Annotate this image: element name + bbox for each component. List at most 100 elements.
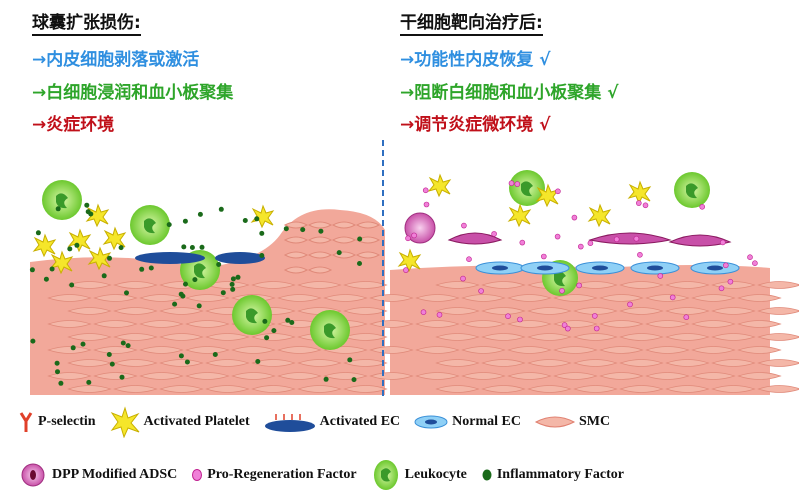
- smc-cell: [711, 359, 756, 367]
- pro-regeneration-factor: [633, 235, 640, 242]
- legend-smc: SMC: [578, 414, 611, 429]
- pro-regeneration-factor: [613, 236, 620, 243]
- normal-ec-nucleus: [707, 265, 723, 271]
- inflammatory-factor: [199, 244, 205, 250]
- smc-cell: [251, 359, 296, 367]
- legend-inflammatory-factor: Inflammatory Factor: [496, 467, 624, 482]
- smc-cell: [277, 294, 322, 302]
- smc-cell: [481, 307, 526, 315]
- smc-cell: [691, 320, 736, 328]
- smc-cell: [481, 385, 526, 393]
- smc-cell: [461, 372, 506, 380]
- inflammatory-factor: [178, 291, 184, 297]
- smc-cell: [205, 281, 250, 289]
- activated-ec-icon: [264, 414, 315, 432]
- pro-regeneration-factor: [718, 285, 725, 292]
- adsc-cell: [668, 234, 732, 247]
- inflammatory-factor: [49, 266, 55, 272]
- right-item-3: →调节炎症微环境 √: [400, 115, 551, 135]
- inflammatory-factor: [84, 202, 90, 208]
- inflammatory-factor: [74, 242, 80, 248]
- inflammatory-factor: [118, 245, 124, 251]
- smc-cell: [331, 236, 357, 244]
- inflammatory-factor: [139, 266, 145, 272]
- left-item-1: →内皮细胞剥落或激活: [32, 50, 200, 70]
- smc-cell: [113, 281, 158, 289]
- pro-regeneration-factor: [576, 282, 582, 289]
- activated-platelet-icon: [110, 406, 140, 438]
- smc-cell: [231, 346, 276, 354]
- legend-item-smc: SMC: [534, 414, 611, 430]
- inflammatory-factor: [357, 261, 362, 266]
- smc-cell: [297, 385, 342, 393]
- pro-regeneration-factor: [683, 314, 690, 321]
- smc-cell: [343, 333, 388, 341]
- smc-cell: [93, 320, 138, 328]
- smc-cell: [355, 236, 381, 244]
- smc-cell: [599, 320, 644, 328]
- inflammatory-factor: [216, 262, 222, 267]
- inflammatory-factor: [259, 253, 265, 258]
- smc-cell: [283, 251, 309, 259]
- inflammatory-factor: [218, 206, 224, 212]
- inflammatory-factor: [289, 320, 295, 325]
- activated-platelet: [397, 248, 422, 273]
- normal-ec-nucleus: [647, 265, 663, 271]
- inflammatory-factor: [55, 206, 61, 212]
- activated-platelet: [587, 203, 612, 228]
- smc-cell: [159, 359, 204, 367]
- smc-cell: [619, 333, 664, 341]
- right-item-1: →功能性内皮恢复 √: [400, 50, 551, 70]
- leukocyte-cell: [310, 310, 350, 350]
- pro-regeneration-factor: [587, 240, 594, 246]
- inflammatory-factor: [184, 359, 190, 365]
- pro-regeneration-factor: [559, 287, 565, 294]
- inflammatory-factor: [259, 230, 265, 236]
- smc-cell: [461, 346, 506, 354]
- smc-cell: [553, 372, 598, 380]
- smc-cell: [93, 346, 138, 354]
- smc-cell: [283, 221, 309, 229]
- smc-cell: [139, 372, 184, 380]
- inflammatory-factor: [35, 230, 41, 236]
- inflammatory-factor: [264, 335, 270, 341]
- smc-cell: [619, 307, 664, 315]
- smc-cell: [283, 266, 309, 274]
- smc-cell: [67, 307, 112, 315]
- smc-cell: [113, 385, 158, 393]
- inflammatory-factor: [182, 218, 188, 224]
- inflammatory-factor: [85, 209, 91, 215]
- inflammatory-factor: [125, 343, 131, 349]
- smc-cell: [573, 281, 618, 289]
- smc-cell: [47, 320, 92, 328]
- right-item-2: →阻断白细胞和血小板聚集 √: [400, 83, 619, 103]
- smc-cell: [415, 346, 460, 354]
- leukocyte-icon: [373, 460, 398, 490]
- pro-regeneration-factor: [517, 316, 523, 323]
- activated-platelet: [85, 203, 110, 228]
- inflammatory-factor: [192, 277, 198, 283]
- smc-cell: [67, 333, 112, 341]
- inflammatory-factor: [318, 228, 324, 234]
- inflammatory-factor: [30, 338, 36, 344]
- pro-regeneration-factor: [669, 294, 676, 301]
- smc-cell: [205, 385, 250, 393]
- left-item-3: →炎症环境: [32, 115, 115, 135]
- pro-regeneration-factor: [577, 243, 584, 250]
- inflammatory-factor: [196, 303, 202, 309]
- right-panel-title: 干细胞靶向治疗后:: [400, 8, 543, 36]
- smc-cell: [297, 359, 342, 367]
- smc-cell: [461, 294, 506, 302]
- smc-cell: [737, 372, 782, 380]
- activated-platelet: [507, 203, 532, 228]
- smc-cell: [283, 236, 309, 244]
- pro-regeneration-factor: [411, 232, 417, 239]
- inflammatory-factor: [109, 361, 115, 367]
- smc-cell: [159, 333, 204, 341]
- smc-cell: [711, 333, 756, 341]
- activated-ec: [215, 252, 265, 264]
- smc-cell: [527, 385, 572, 393]
- smc-cell: [619, 359, 664, 367]
- inflammatory-factor: [357, 236, 363, 242]
- smc-cell: [415, 294, 460, 302]
